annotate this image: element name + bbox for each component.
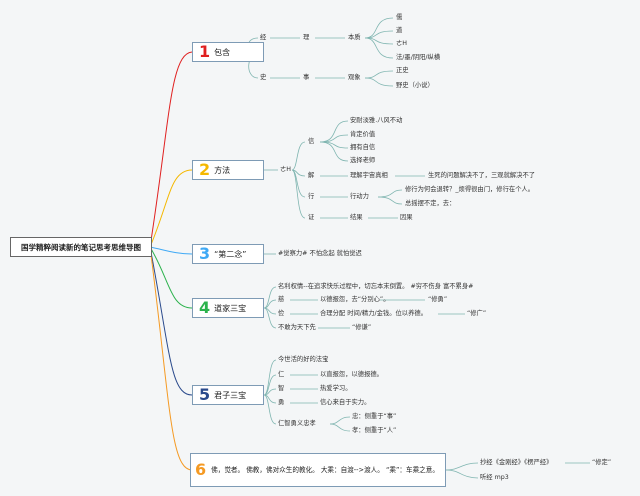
b1-shi: 史	[260, 74, 267, 81]
b5-renzhi: 仁智勇义忠孝	[278, 420, 316, 427]
b1-guanji: 观象	[348, 74, 361, 81]
branch-4	[149, 246, 193, 309]
topic-1-label: 包含	[214, 47, 231, 57]
b1-item-1: 儒	[396, 14, 403, 21]
b5-xiao: 孝：侧重于“人”	[352, 427, 397, 434]
b5-ren-a: 以直报怨，以德报德。	[320, 371, 383, 378]
b1-li: 理	[303, 34, 310, 41]
b2-jie: 解	[308, 172, 315, 179]
b2-jie-b: 生死的问题解决不了，三观就解决不了	[428, 172, 536, 179]
b2-xin-1: 安耐淡雅.八风不动	[350, 117, 403, 124]
b1-jing: 经	[260, 34, 267, 41]
topic-5-label: 君子三宝	[214, 390, 247, 400]
topic-6-node[interactable]: 6 佛，觉者。 佛教，佛对众生的教化。 大乘：自渡-->渡人。 “乘”：车乘之意…	[190, 453, 446, 487]
b2-xing: 行	[308, 193, 315, 200]
b2-x: ㄜH	[280, 166, 292, 173]
b4-ci: 慈	[278, 296, 285, 303]
b4-ci-a: 以德报怨，去“分别心”。	[320, 296, 390, 303]
b5-yong: 勇	[278, 399, 285, 406]
topic-5-node[interactable]: 5 君子三宝	[192, 385, 264, 405]
topic-3-node[interactable]: 3 “第二念”	[192, 244, 264, 264]
b2-zheng: 证	[308, 214, 315, 221]
topic-5-number: 5	[199, 385, 211, 404]
b2-jie-a: 理解宇宙真相	[350, 172, 388, 179]
b5-yong-a: 信心来自于实力。	[320, 399, 371, 406]
b4-jian: 俭	[278, 310, 285, 317]
b2-xin-2: 肯定价值	[350, 131, 376, 138]
b3-text: #觉察力# 不怕念起 就怕觉迟	[278, 250, 362, 257]
b1-shi2: 事	[303, 74, 310, 81]
b2-jieguo: 结果	[350, 214, 363, 221]
b5-ren: 仁	[278, 371, 285, 378]
b5-zhi-a: 热爱学习。	[320, 385, 352, 392]
b5-zhong: 忠：侧重于“事”	[352, 413, 397, 420]
b1-benzhi: 本质	[348, 34, 361, 41]
root-topic[interactable]: 国学精粹阅读新的笔记思考思维导图	[10, 237, 152, 257]
topic-3-label: “第二念”	[214, 249, 247, 259]
b4-jian-a: 合理分配 时间/精力/金钱。位以养德。	[320, 310, 427, 317]
branch-1	[149, 51, 193, 248]
topic-3-number: 3	[199, 244, 211, 263]
b2-xingdong: 行动力	[350, 193, 369, 200]
topic-4-node[interactable]: 4 道家三宝	[192, 298, 264, 318]
b1-item-3: ㄜH	[396, 40, 408, 47]
topic-6-text: 佛，觉者。 佛教，佛对众生的教化。 大乘：自渡-->渡人。 “乘”：车乘之意。	[211, 465, 439, 474]
branch-2	[149, 169, 193, 248]
topic-2-node[interactable]: 2 方法	[192, 160, 264, 180]
b2-xing-a: 修行为何会退转？_烦得很由门，修行在个人。	[405, 186, 535, 193]
branch-5	[149, 246, 193, 396]
topic-4-label: 道家三宝	[214, 303, 247, 313]
topic-6-number: 6	[195, 460, 207, 479]
b1-item-2: 道	[396, 27, 403, 34]
b1-shi-item-2: 野史（小说）	[396, 82, 434, 89]
b2-xin-3: 拥有自信	[350, 144, 376, 151]
topic-2-label: 方法	[214, 165, 231, 175]
b4-ci-b: “修勇”	[428, 296, 448, 303]
b1-item-4: 法/墨/阴阳/纵横	[396, 54, 441, 61]
b6-sutra-b: “修定”	[592, 459, 612, 466]
branch-6	[149, 246, 193, 471]
topic-1-node[interactable]: 1 包含	[192, 42, 264, 62]
b1-shi-item-1: 正史	[396, 67, 409, 74]
b2-xing-b: 总摇摆不定，去：	[405, 200, 456, 207]
b6-mp3: 听经 mp3	[480, 474, 509, 481]
b4-bugan-b: “修谦”	[352, 324, 372, 331]
branch-3	[149, 246, 193, 255]
b2-yinguo: 因果	[400, 214, 413, 221]
topic-4-number: 4	[199, 298, 211, 317]
b4-bugan: 不敢为天下先	[278, 324, 316, 331]
b6-sutra: 抄经《金刚经》《楞严经》	[480, 459, 553, 466]
b4-a: 名利权情--在追求快乐过程中，切忘本末倒置。 #穷不伤身 富不累身#	[278, 283, 474, 290]
b2-xin-4: 选择老师	[350, 157, 376, 164]
b2-xin: 信	[308, 138, 315, 145]
b4-jian-b: “修广”	[467, 310, 487, 317]
b5-zhi: 智	[278, 385, 285, 392]
topic-2-number: 2	[199, 160, 211, 179]
topic-1-number: 1	[199, 42, 211, 61]
b5-a: 今世活的好的法宝	[278, 356, 329, 363]
